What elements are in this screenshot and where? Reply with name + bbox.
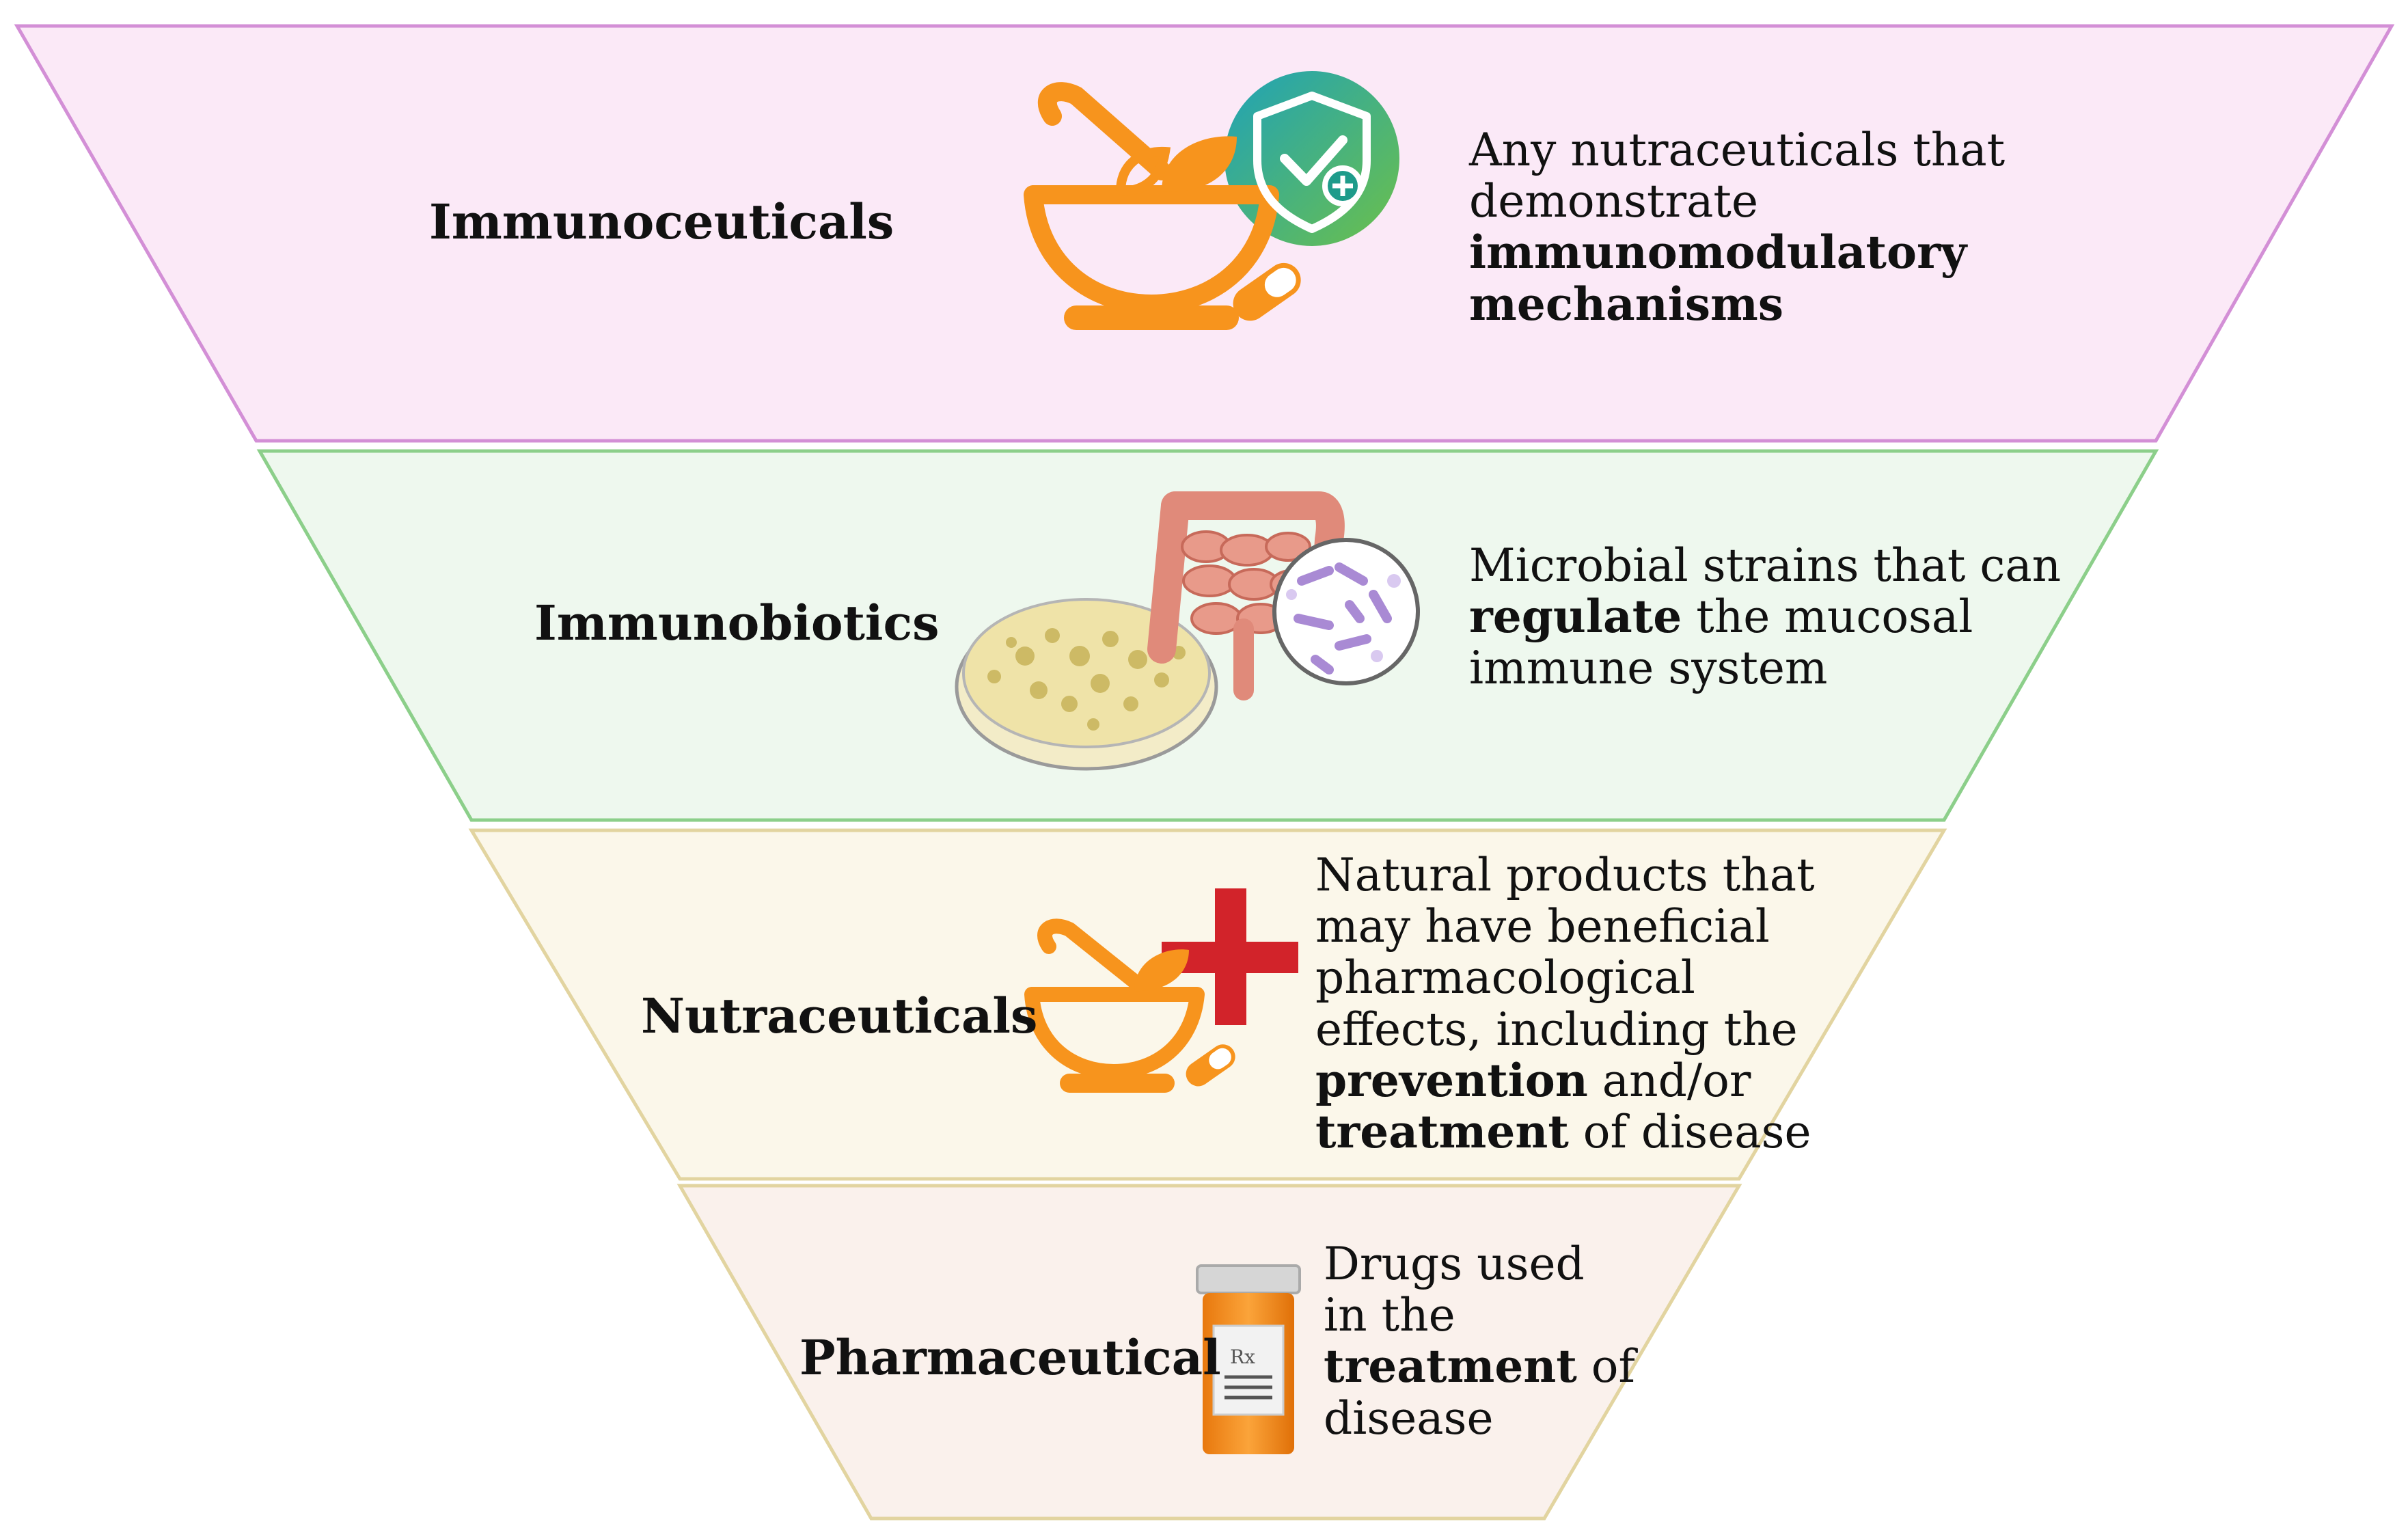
description-text: disease bbox=[1324, 1391, 1494, 1445]
description-text: may have beneficial bbox=[1315, 900, 1770, 953]
description-line: mechanisms bbox=[1469, 277, 2005, 331]
description-text: pharmacological bbox=[1315, 951, 1695, 1005]
tier-label-immunobiotics: Immunobiotics bbox=[534, 595, 940, 651]
tier-label-immunoceuticals: Immunoceuticals bbox=[429, 193, 894, 250]
description-text: effects, including the bbox=[1315, 1003, 1798, 1056]
description-emphasis: immunomodulatory bbox=[1469, 226, 1967, 280]
description-line: may have beneficial bbox=[1315, 901, 1815, 952]
description-text: Microbial strains that can bbox=[1469, 539, 2062, 592]
description-emphasis: prevention bbox=[1315, 1053, 1588, 1107]
description-emphasis: regulate bbox=[1469, 590, 1682, 644]
tier-band-nutraceuticals bbox=[468, 828, 1947, 1181]
description-text: the mucosal bbox=[1682, 590, 1973, 644]
description-text: in the bbox=[1324, 1289, 1455, 1342]
description-line: prevention and/or bbox=[1315, 1053, 1815, 1107]
description-line: immunomodulatory bbox=[1469, 227, 2005, 278]
description-text: Drugs used bbox=[1324, 1238, 1585, 1290]
description-emphasis: mechanisms bbox=[1469, 277, 1783, 331]
description-emphasis: treatment bbox=[1324, 1339, 1577, 1393]
description-line: Microbial strains that can bbox=[1469, 540, 2061, 591]
description-line: treatment of bbox=[1324, 1339, 1635, 1393]
description-text: of disease bbox=[1568, 1106, 1811, 1159]
description-line: Any nutraceuticals that bbox=[1469, 124, 2005, 176]
description-line: treatment of disease bbox=[1315, 1106, 1815, 1158]
description-emphasis: treatment bbox=[1315, 1105, 1569, 1159]
description-text: Any nutraceuticals that bbox=[1469, 124, 2006, 176]
description-line: effects, including the bbox=[1315, 1004, 1815, 1055]
description-text: immune system bbox=[1469, 642, 1828, 695]
description-line: Natural products that bbox=[1315, 849, 1815, 901]
description-line: Drugs used bbox=[1324, 1238, 1635, 1290]
description-line: pharmacological bbox=[1315, 952, 1815, 1003]
pill-bottle-icon: Rx bbox=[1196, 1264, 1301, 1454]
description-line: immune system bbox=[1469, 642, 2061, 694]
tier-label-nutraceuticals: Nutraceuticals bbox=[641, 988, 1038, 1044]
description-line: disease bbox=[1324, 1393, 1635, 1444]
tier-band-immunobiotics bbox=[256, 449, 2159, 822]
description-line: regulate the mucosal bbox=[1469, 590, 2061, 644]
bottle-rx-label: Rx bbox=[1230, 1346, 1255, 1368]
petri-dish-intestine-microbe-icon bbox=[955, 491, 1420, 771]
tier-label-pharmaceutical: Pharmaceutical bbox=[799, 1329, 1221, 1386]
description-text: demonstrate bbox=[1469, 175, 1759, 228]
mortar-pestle-cross-icon bbox=[1024, 888, 1298, 1093]
description-text: of bbox=[1576, 1340, 1635, 1393]
description-text: and/or bbox=[1587, 1054, 1751, 1107]
description-text: Natural products that bbox=[1315, 849, 1815, 901]
description-line: in the bbox=[1324, 1290, 1635, 1341]
tier-band-immunoceuticals bbox=[14, 24, 2395, 443]
description-line: demonstrate bbox=[1469, 176, 2005, 227]
mortar-pestle-shield-icon bbox=[1024, 71, 1399, 330]
